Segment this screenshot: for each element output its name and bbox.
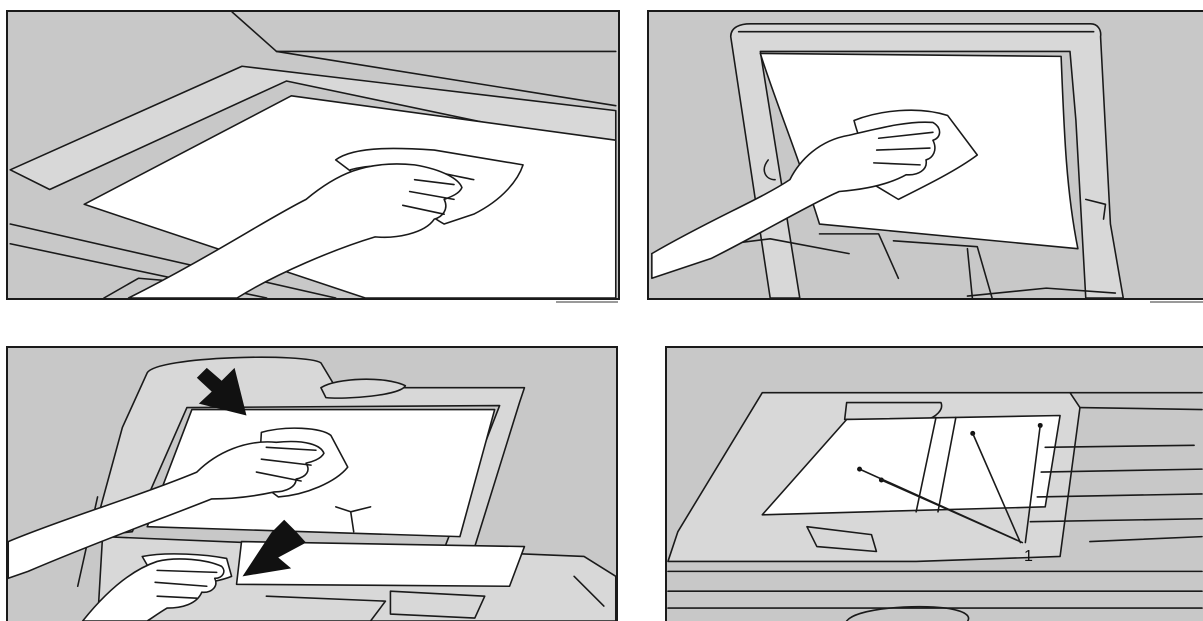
panel-clean-platen-cover (647, 10, 1203, 300)
callout-label: 1 (1024, 548, 1033, 566)
figure-id-mark (1150, 301, 1203, 303)
adf-cleaning-illustration (8, 348, 616, 621)
panel-clean-exposure-glass (6, 10, 620, 300)
panel-clean-adf-and-scanning-glass (6, 346, 618, 621)
panel-adf-callout (665, 346, 1203, 621)
figure-id-mark (556, 301, 618, 303)
adf-diagram-illustration (667, 348, 1203, 621)
exposure-glass-illustration (8, 12, 618, 298)
platen-cover-illustration (649, 12, 1203, 298)
